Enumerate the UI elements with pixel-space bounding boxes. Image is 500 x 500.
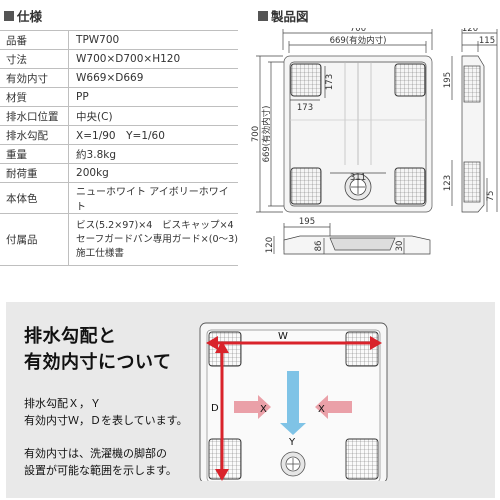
spec-label: 重量 xyxy=(0,144,70,164)
dim-side-w1: 120 xyxy=(462,28,478,34)
panel-paragraph-2: 有効内寸は、洗濯機の脚部の 設置が可能な範囲を示します。 xyxy=(24,445,177,479)
spec-value: 中央(C) xyxy=(68,106,238,126)
spec-heading: 仕様 xyxy=(4,6,42,25)
label-d: D xyxy=(211,403,219,414)
spec-label: 排水口位置 xyxy=(0,106,70,126)
drawing-heading: 製品図 xyxy=(258,6,309,25)
slope-diagram: W D X X Y xyxy=(199,322,388,481)
panel-paragraph-1: 排水勾配Ｘ，Ｙ 有効内寸Ｗ，Ｄを表しています。 xyxy=(24,395,188,429)
spec-value: W669×D669 xyxy=(68,68,238,88)
spec-heading-text: 仕様 xyxy=(17,9,43,24)
spec-label: 材質 xyxy=(0,87,70,107)
dim-height: 700 xyxy=(251,126,261,142)
dim-corner-h: 173 xyxy=(325,74,335,90)
spec-label: 本体色 xyxy=(0,182,70,214)
spec-label: 寸法 xyxy=(0,49,70,69)
dim-side-bot: 75 xyxy=(486,191,496,202)
x-arrow-right xyxy=(315,395,352,419)
panel-text-line: 有効内寸は、洗濯機の脚部の xyxy=(24,447,167,460)
square-bullet-icon xyxy=(258,10,268,21)
label-y: Y xyxy=(288,437,296,448)
spec-label: 有効内寸 xyxy=(0,68,70,88)
accessory-line: 施工仕様書 xyxy=(76,247,125,259)
y-arrow xyxy=(280,371,306,435)
dim-width: 700 xyxy=(350,28,366,34)
depth-arrow xyxy=(215,341,229,481)
spec-row-accessories: 付属品 ビス(5.2×97)×4 ビスキャップ×4 セーフガードパン専用ガード×… xyxy=(0,213,238,266)
dim-drain: 311 xyxy=(350,173,366,183)
label-x-left: X xyxy=(260,404,267,415)
accessory-line: ビス(5.2×97)×4 ビスキャップ×4 xyxy=(76,219,234,231)
dim-front-w: 195 xyxy=(299,217,315,227)
dim-inner-height: 669(有効内寸) xyxy=(261,106,272,163)
slope-info-panel: 排水勾配と 有効内寸について 排水勾配Ｘ，Ｙ 有効内寸Ｗ，Ｄを表しています。 有… xyxy=(6,302,495,498)
label-w: W xyxy=(278,331,288,342)
dim-inner-width: 669(有効内寸) xyxy=(330,35,387,46)
spec-label: 排水勾配 xyxy=(0,125,70,145)
width-arrow xyxy=(206,336,382,350)
spec-value: W700×D700×H120 xyxy=(68,49,238,69)
panel-text-line: 設置が可能な範囲を示します。 xyxy=(24,464,177,477)
product-drawing: 700 669(有効内寸) 700 669(有効内寸) 173 173 311 … xyxy=(251,28,498,255)
dim-front-h2: 120 xyxy=(265,237,275,253)
panel-text-line: 排水勾配Ｘ，Ｙ xyxy=(24,397,101,410)
square-bullet-icon xyxy=(4,10,14,21)
spec-value: TPW700 xyxy=(68,30,238,50)
spec-label: 品番 xyxy=(0,30,70,50)
dim-front-h3: 30 xyxy=(395,241,405,252)
panel-title: 排水勾配と 有効内寸について xyxy=(24,324,171,376)
dim-side-mid: 123 xyxy=(443,175,453,191)
spec-row: 重量約3.8kg xyxy=(0,144,238,164)
spec-row: 排水口位置中央(C) xyxy=(0,106,238,126)
spec-value: 200kg xyxy=(68,163,238,183)
label-x-right: X xyxy=(318,404,325,415)
spec-label: 耐荷重 xyxy=(0,163,70,183)
spec-value: ビス(5.2×97)×4 ビスキャップ×4 セーフガードパン専用ガード×(0〜3… xyxy=(68,213,238,266)
panel-title-line: 有効内寸について xyxy=(24,352,172,373)
dim-front-h1: 86 xyxy=(314,241,324,252)
panel-title-line: 排水勾配と xyxy=(24,326,117,347)
spec-row: 本体色ニューホワイト アイボリーホワイト xyxy=(0,182,238,214)
dim-side-w2: 115 xyxy=(479,36,495,46)
spec-value: PP xyxy=(68,87,238,107)
dim-corner-w: 173 xyxy=(297,103,313,113)
x-arrow-left xyxy=(234,395,271,419)
drawing-heading-text: 製品図 xyxy=(271,9,309,24)
spec-label: 付属品 xyxy=(0,213,70,266)
dim-side-top: 195 xyxy=(443,72,453,88)
spec-value: X=1/90 Y=1/60 xyxy=(68,125,238,145)
spec-value: 約3.8kg xyxy=(68,144,238,164)
panel-text-line: 有効内寸Ｗ，Ｄを表しています。 xyxy=(24,414,188,427)
accessory-line: セーフガードパン専用ガード×(0〜3) xyxy=(76,233,238,245)
spec-value: ニューホワイト アイボリーホワイト xyxy=(68,182,238,214)
